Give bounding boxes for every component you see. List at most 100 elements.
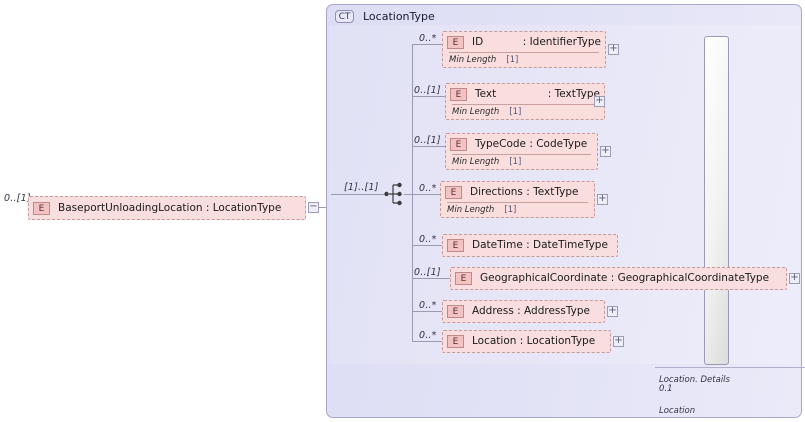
element-row-location[interactable]: E Location : LocationType <box>442 330 611 353</box>
element-badge-icon: E <box>450 138 467 151</box>
row-cardinality-5: 0..* <box>419 234 437 245</box>
expand-button-row-3[interactable]: + <box>600 144 611 157</box>
element-name: Address <box>472 305 514 317</box>
element-row-text[interactable]: E Text : TextType Min Length [1] <box>445 83 605 120</box>
facet-occurrence: [1] <box>509 157 522 167</box>
element-row-directions[interactable]: E Directions : TextType Min Length[1] <box>440 181 595 218</box>
element-facet-divider <box>452 154 591 155</box>
element-separator: : <box>513 305 525 317</box>
element-row-typecode-label: TypeCode : CodeType <box>475 138 587 151</box>
expand-button-row-2[interactable]: + <box>594 95 605 107</box>
element-badge-icon: E <box>447 36 464 49</box>
element-name: GeographicalCoordinate <box>480 272 608 284</box>
row-cardinality-1: 0..* <box>419 33 437 44</box>
element-badge-icon: E <box>33 202 50 215</box>
footer-line-2: 0.1 <box>659 384 673 394</box>
element-row-id-header: E ID : IdentifierType <box>447 35 601 49</box>
root-element-type: LocationType <box>212 201 282 214</box>
facet-name: Min Length <box>452 157 500 167</box>
element-type: TextType <box>533 185 579 198</box>
element-separator: : <box>526 137 537 150</box>
element-type: TextType <box>554 87 600 100</box>
element-row-address[interactable]: E Address : AddressType <box>442 300 605 323</box>
element-type: GeographicalCoordinateType <box>617 272 770 284</box>
root-element-separator: : <box>202 201 213 214</box>
sequence-icon <box>384 182 402 206</box>
element-row-text-label: Text : TextType <box>475 88 600 101</box>
element-facet-divider <box>447 202 588 203</box>
facet-occurrence: [1] <box>509 107 522 117</box>
connector-row-5 <box>412 245 442 246</box>
element-badge-icon: E <box>455 272 472 285</box>
plus-icon: + <box>608 304 617 316</box>
element-type: AddressType <box>524 305 590 317</box>
facet-occurrence: [1] <box>506 55 519 65</box>
collapse-button-root[interactable]: − <box>308 201 319 213</box>
connector-into-group <box>331 194 384 195</box>
connector-row-8 <box>412 341 442 342</box>
element-name: Directions <box>470 185 523 198</box>
element-separator: : <box>522 35 530 48</box>
element-name: ID <box>472 35 484 48</box>
element-type: CodeType <box>536 137 588 150</box>
connector-row-6 <box>412 278 450 279</box>
element-facet-3: Min Length [1] <box>450 157 593 167</box>
element-row-address-label: Address : AddressType <box>472 305 590 318</box>
element-facet-4: Min Length[1] <box>445 205 590 215</box>
plus-icon: + <box>609 42 618 54</box>
expand-button-row-1[interactable]: + <box>608 42 619 55</box>
plus-icon: + <box>790 271 799 283</box>
facet-name: Min Length <box>449 55 497 65</box>
expand-button-row-7[interactable]: + <box>607 304 618 317</box>
plus-icon: + <box>598 192 607 204</box>
expand-button-row-4[interactable]: + <box>597 192 608 205</box>
element-badge-icon: E <box>445 186 462 199</box>
element-name: Text <box>475 87 497 100</box>
element-badge-icon: E <box>450 88 467 101</box>
expand-button-row-8[interactable]: + <box>613 335 624 347</box>
element-row-id[interactable]: E ID : IdentifierType Min Length [1] <box>442 31 606 68</box>
element-row-datetime-label: DateTime : DateTimeType <box>472 239 608 252</box>
connector-row-1 <box>412 44 442 45</box>
element-type: LocationType <box>526 335 596 347</box>
element-type: DateTimeType <box>533 239 608 251</box>
element-row-geographicalcoordinate[interactable]: E GeographicalCoordinate : GeographicalC… <box>450 267 787 290</box>
root-element-cardinality: 0..[1] <box>4 193 31 204</box>
row-cardinality-3: 0..[1] <box>414 135 441 146</box>
element-name: Location <box>472 335 517 347</box>
connector-row-2 <box>412 96 445 97</box>
root-element-box[interactable]: E BaseportUnloadingLocation : LocationTy… <box>28 196 306 220</box>
complex-type-title: LocationType <box>363 10 435 23</box>
element-row-text-header: E Text : TextType <box>450 87 600 101</box>
footer-divider <box>655 367 805 368</box>
element-name: TypeCode <box>475 137 526 150</box>
element-facet-divider <box>449 52 599 53</box>
element-row-directions-label: Directions : TextType <box>470 186 578 199</box>
connector-row-4 <box>412 194 440 195</box>
element-name: DateTime <box>472 239 523 251</box>
expand-button-row-6[interactable]: + <box>789 271 800 284</box>
root-element-label: BaseportUnloadingLocation : LocationType <box>58 202 281 215</box>
connector-row-7 <box>412 311 442 312</box>
element-badge-icon: E <box>447 335 464 348</box>
element-row-typecode[interactable]: E TypeCode : CodeType Min Length [1] <box>445 133 598 170</box>
plus-icon: + <box>601 144 610 156</box>
row-cardinality-7: 0..* <box>419 300 437 311</box>
element-facet-1: Min Length [1] <box>447 55 601 65</box>
complex-type-header: CT LocationType <box>335 10 435 23</box>
element-type-with-colon: : IdentifierType <box>523 36 601 49</box>
element-row-location-label: Location : LocationType <box>472 335 595 348</box>
element-type: IdentifierType <box>529 35 601 48</box>
footer-line-1: Location. Details <box>659 375 730 385</box>
element-separator: : <box>522 185 534 198</box>
element-type-with-colon: : TextType <box>548 88 600 101</box>
element-badge-icon: E <box>447 305 464 318</box>
connector-root-to-container <box>319 207 331 208</box>
element-separator: : <box>516 335 527 347</box>
facet-name: Min Length <box>452 107 500 117</box>
element-row-datetime[interactable]: E DateTime : DateTimeType <box>442 234 618 257</box>
model-group-cardinality: [1]..[1] <box>344 182 379 193</box>
complex-type-badge-icon: CT <box>335 10 354 23</box>
element-row-geographicalcoordinate-label: GeographicalCoordinate : GeographicalCoo… <box>480 272 769 285</box>
row-cardinality-2: 0..[1] <box>414 85 441 96</box>
